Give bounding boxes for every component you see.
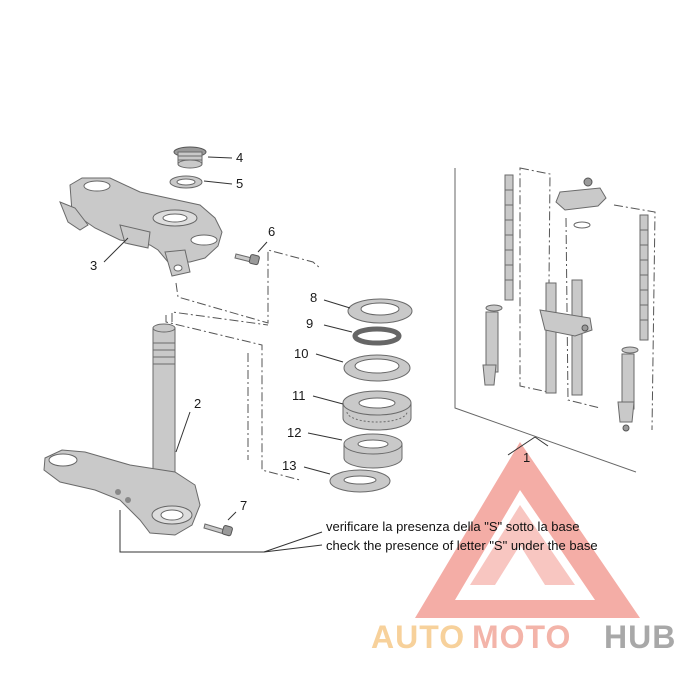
part-bolt-6 xyxy=(234,253,260,266)
part-seal-13 xyxy=(329,469,391,493)
watermark-part-auto: AUTO xyxy=(371,619,465,655)
callout-7: 7 xyxy=(240,498,247,513)
part-lower-triple-clamp xyxy=(43,323,201,536)
callout-9: 9 xyxy=(306,316,313,331)
part-front-fork-assembly xyxy=(482,167,656,432)
callout-4: 4 xyxy=(236,150,243,165)
callout-3: 3 xyxy=(90,258,97,273)
part-washer-5 xyxy=(169,175,203,189)
part-bearing-12 xyxy=(343,433,403,469)
part-upper-triple-clamp xyxy=(59,177,223,277)
callout-12: 12 xyxy=(287,425,301,440)
note-italian: verificare la presenza della "S" sotto l… xyxy=(326,519,579,534)
part-race-10 xyxy=(343,354,411,382)
callout-13: 13 xyxy=(282,458,296,473)
callout-2: 2 xyxy=(194,396,201,411)
watermark-logo xyxy=(415,442,640,618)
part-cap-nut xyxy=(173,146,207,169)
part-ring-9 xyxy=(352,326,402,346)
callout-11: 11 xyxy=(292,388,306,403)
fork-frame xyxy=(454,168,637,473)
notes: verificare la presenza della "S" sotto l… xyxy=(326,519,598,553)
callout-1: 1 xyxy=(523,450,530,465)
watermark-part-moto: MOTO xyxy=(472,619,571,655)
watermark-wordmark: AUTO MOTO HUB xyxy=(371,619,676,655)
part-dust-seal-8 xyxy=(347,298,413,324)
callout-5: 5 xyxy=(236,176,243,191)
note-english: check the presence of letter "S" under t… xyxy=(326,538,598,553)
watermark-part-hub: HUB xyxy=(604,619,676,655)
watermark-triangle xyxy=(415,442,640,618)
part-bearing-11 xyxy=(342,390,412,431)
fork-stem-middle xyxy=(539,279,593,396)
watermark-triangle-inner xyxy=(470,505,575,585)
callout-10: 10 xyxy=(294,346,308,361)
part-bolt-7 xyxy=(203,523,233,537)
callout-8: 8 xyxy=(310,290,317,305)
grouping-lines xyxy=(165,249,321,481)
fork-dash-box-left xyxy=(519,167,656,431)
fork-leg-right xyxy=(617,214,649,432)
fork-leg-left xyxy=(482,174,514,386)
fork-top-clamp xyxy=(555,177,607,229)
leader-lines xyxy=(103,156,549,553)
callout-numbers: 4 5 3 6 2 7 8 9 10 11 12 13 1 xyxy=(90,150,530,513)
callout-6: 6 xyxy=(268,224,275,239)
